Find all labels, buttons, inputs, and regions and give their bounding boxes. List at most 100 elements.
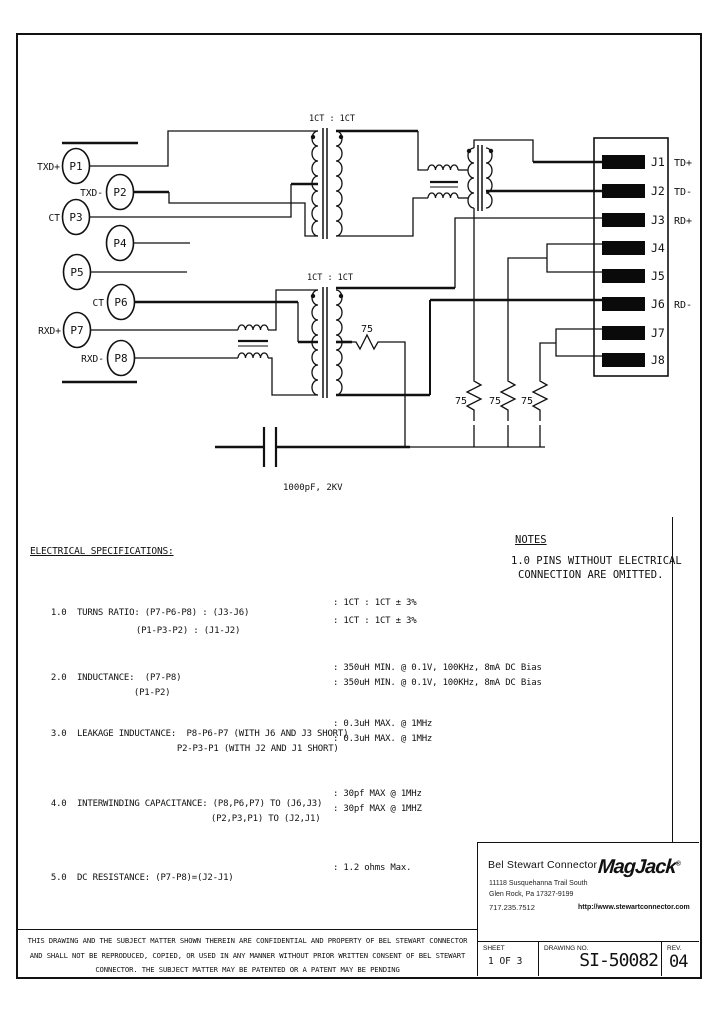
series-inductor-coil [237, 324, 269, 331]
pin-p6: P6 CT [93, 283, 136, 321]
wire-segment [507, 257, 547, 377]
t2-polarity-dot [338, 293, 344, 299]
spec-right: : 1CT : 1CT ± 3% [333, 616, 417, 626]
choke-winding [467, 147, 475, 209]
jack-connector-block: J1 J2 J3 J4 J5 J6 J7 J8 TD+ TD- RD+ RD- [593, 137, 692, 377]
revision-cell: REV. 04 [661, 942, 699, 976]
spec-line: (P1-P3-P2) : (J1-J2) : 1CT : 1CT ± 3% [30, 616, 690, 636]
wire-segment [382, 341, 406, 447]
sheet-cell: SHEET 1 OF 3 [478, 942, 538, 976]
pin-id: P8 [114, 352, 127, 365]
wires [90, 130, 318, 396]
wire-segment [555, 328, 602, 357]
pin-id: P3 [69, 211, 82, 224]
pin-p8: P8 RXD- [81, 339, 136, 377]
spec-left: 2.0 INDUCTANCE: (P7-P8) [50, 673, 182, 683]
disclaimer-line: AND SHALL NOT BE REPRODUCED, COPIED, OR … [29, 950, 466, 960]
pin-signal-label: RXD- [81, 354, 104, 365]
capacitor-value-label: 1000pF, 2KV [283, 483, 343, 493]
drawing-number-cell: DRAWING NO. SI-50082 [538, 942, 661, 976]
pin-circle [62, 311, 92, 349]
resistor-value-label: 75 [521, 396, 533, 407]
choke-polarity-dot [488, 148, 494, 154]
pin-id: P2 [113, 186, 126, 199]
logo-text: MagJack [597, 856, 677, 878]
pin-signal-label: RXD+ [38, 326, 61, 337]
notes-section: NOTES 1.0 PINS WITHOUT ELECTRICAL CONNEC… [505, 534, 700, 581]
t1-core [322, 128, 328, 239]
resistor-value-label: 75 [455, 396, 467, 407]
pin-circle [106, 339, 136, 377]
jack-id: J3 [651, 213, 665, 227]
t1-polarity-dot [338, 134, 344, 140]
jack-id: J6 [651, 297, 665, 311]
company-name: Bel Stewart Connector [488, 859, 598, 871]
jack-pin-bar [602, 269, 645, 283]
series-inductor-coil [427, 192, 459, 199]
pin-p2: P2 TXD- [80, 173, 135, 211]
jack-pin-bar [602, 155, 645, 169]
t2-core [322, 287, 328, 398]
resistor-value-label: 75 [361, 324, 373, 335]
t1-secondary-winding [335, 130, 343, 237]
wire-segment [90, 130, 318, 167]
choke-winding [485, 147, 493, 209]
jack-signal-label: TD- [674, 187, 692, 198]
notes-line: CONNECTION ARE OMITTED. [518, 569, 664, 581]
legal-disclaimer: THIS DRAWING AND THE SUBJECT MATTER SHOW… [18, 929, 477, 980]
jack-id: J5 [651, 269, 665, 283]
spec-left: P2-P3-P1 (WITH J2 AND J1 SHORT) [176, 744, 339, 754]
capacitor-plates [262, 427, 278, 467]
notes-line: 1.0 PINS WITHOUT ELECTRICAL [511, 555, 682, 567]
pin-signal-label: CT [49, 213, 61, 224]
pin-p5: P5 [62, 253, 92, 291]
spec-line: (P1-P2) : 350uH MIN. @ 0.1V, 100KHz, 8mA… [30, 678, 690, 698]
spec-left: 4.0 INTERWINDING CAPACITANCE: (P8,P6,P7)… [50, 799, 323, 809]
revision-label: REV. [667, 945, 682, 952]
pin-signal-label: TXD+ [37, 162, 60, 173]
pin-p4: P4 [105, 224, 135, 262]
spec-left: 5.0 DC RESISTANCE: (P7-P8)=(J2-J1) [50, 873, 234, 883]
pin-id: P5 [70, 266, 83, 279]
spec-left: 1.0 TURNS RATIO: (P7-P6-P8) : (J3-J6) [50, 608, 250, 618]
registered-mark: ® [675, 860, 681, 868]
jack-pin-bar [602, 326, 645, 340]
jack-signal-label: TD+ [674, 158, 692, 169]
magjack-logo: MagJack® [597, 856, 680, 879]
spec-line: 3.0 LEAKAGE INDUCTANCE: P8-P6-P7 (WITH J… [30, 719, 690, 739]
wire-segment [168, 192, 318, 237]
drawing-stamp: SHEET 1 OF 3 DRAWING NO. SI-50082 REV. 0… [477, 941, 699, 976]
spec-left: (P1-P2) [133, 688, 171, 698]
spec-line: 2.0 INDUCTANCE: (P7-P8) : 350uH MIN. @ 0… [30, 663, 690, 683]
schematic-svg: P1 TXD+ P2 TXD- P3 CT P4 P5 P6 CT P7 [37, 114, 692, 493]
company-url: http://www.stewartconnector.com [578, 904, 690, 911]
drawing-number: SI-50082 [579, 950, 659, 971]
pin-id: P6 [114, 296, 127, 309]
wire-segment [473, 425, 541, 447]
jack-signal-label: RD- [674, 300, 692, 311]
company-address-line: 11118 Susquehanna Trail South [489, 880, 588, 887]
pin-circle [105, 224, 135, 262]
spec-right: : 1.2 ohms Max. [333, 863, 412, 873]
tx-output-network [336, 129, 602, 377]
title-block-divider [672, 517, 673, 842]
spec-right: : 30pf MAX @ 1MHz [333, 789, 422, 799]
spec-right: : 0.3uH MAX. @ 1MHz [333, 719, 433, 729]
jack-id: J2 [651, 184, 665, 198]
pin-circle [62, 253, 92, 291]
pin-signal-label: CT [93, 298, 105, 309]
resistor-75-shunt [531, 377, 549, 421]
spec-line: P2-P3-P1 (WITH J2 AND J1 SHORT) : 0.3uH … [30, 734, 690, 754]
pin-circle [61, 147, 91, 185]
transformer-t1: 1CT : 1CT [309, 114, 355, 239]
page-border [16, 33, 702, 979]
drawing-number-label: DRAWING NO. [544, 945, 589, 952]
jack-pin-bar [602, 213, 645, 227]
t1-polarity-dot [310, 134, 316, 140]
disclaimer-line: THIS DRAWING AND THE SUBJECT MATTER SHOW… [27, 936, 468, 945]
company-phone: 717.235.7512 [489, 903, 535, 912]
jack-pin-bar [602, 241, 645, 255]
spec-right: : 30pf MAX @ 1MHZ [333, 804, 422, 814]
pin-id: P1 [69, 160, 82, 173]
